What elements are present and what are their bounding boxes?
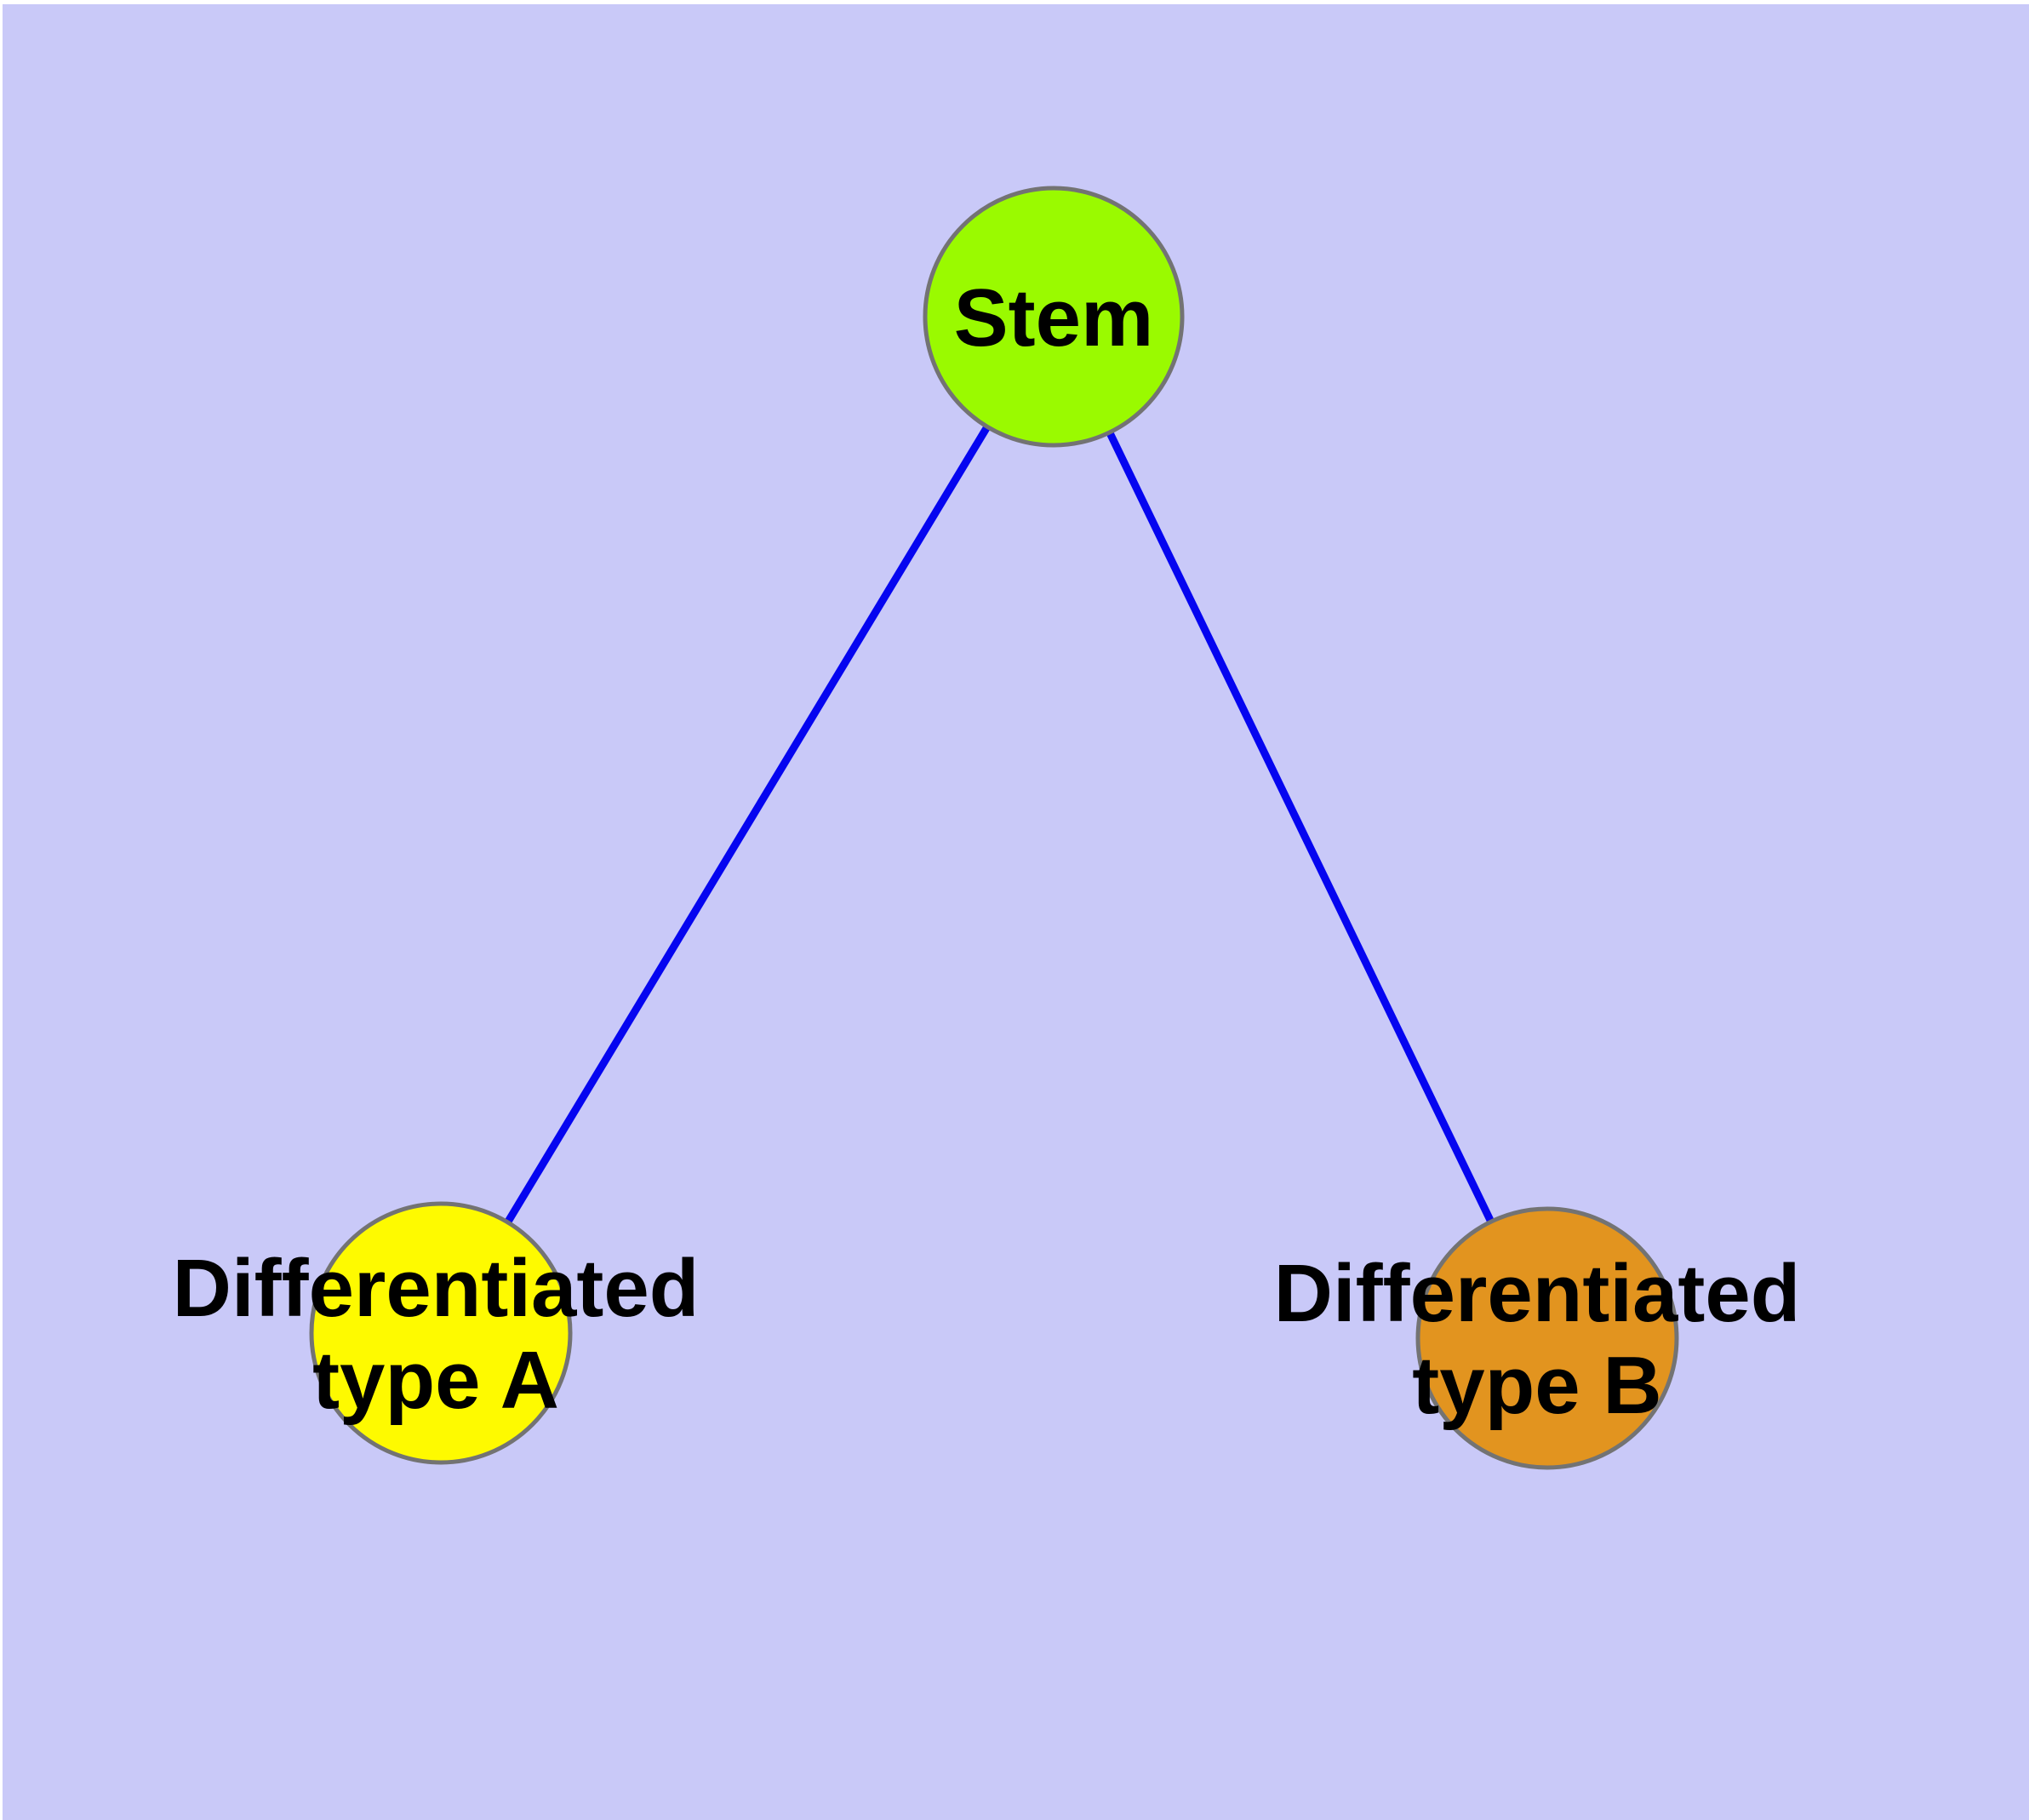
node-differentiated-type-a xyxy=(309,1201,573,1465)
edge-stem-to-type-b xyxy=(1049,315,1552,1340)
node-differentiated-type-b xyxy=(1415,1206,1679,1470)
node-stem xyxy=(923,186,1185,448)
edge-stem-to-type-a xyxy=(437,314,1057,1336)
